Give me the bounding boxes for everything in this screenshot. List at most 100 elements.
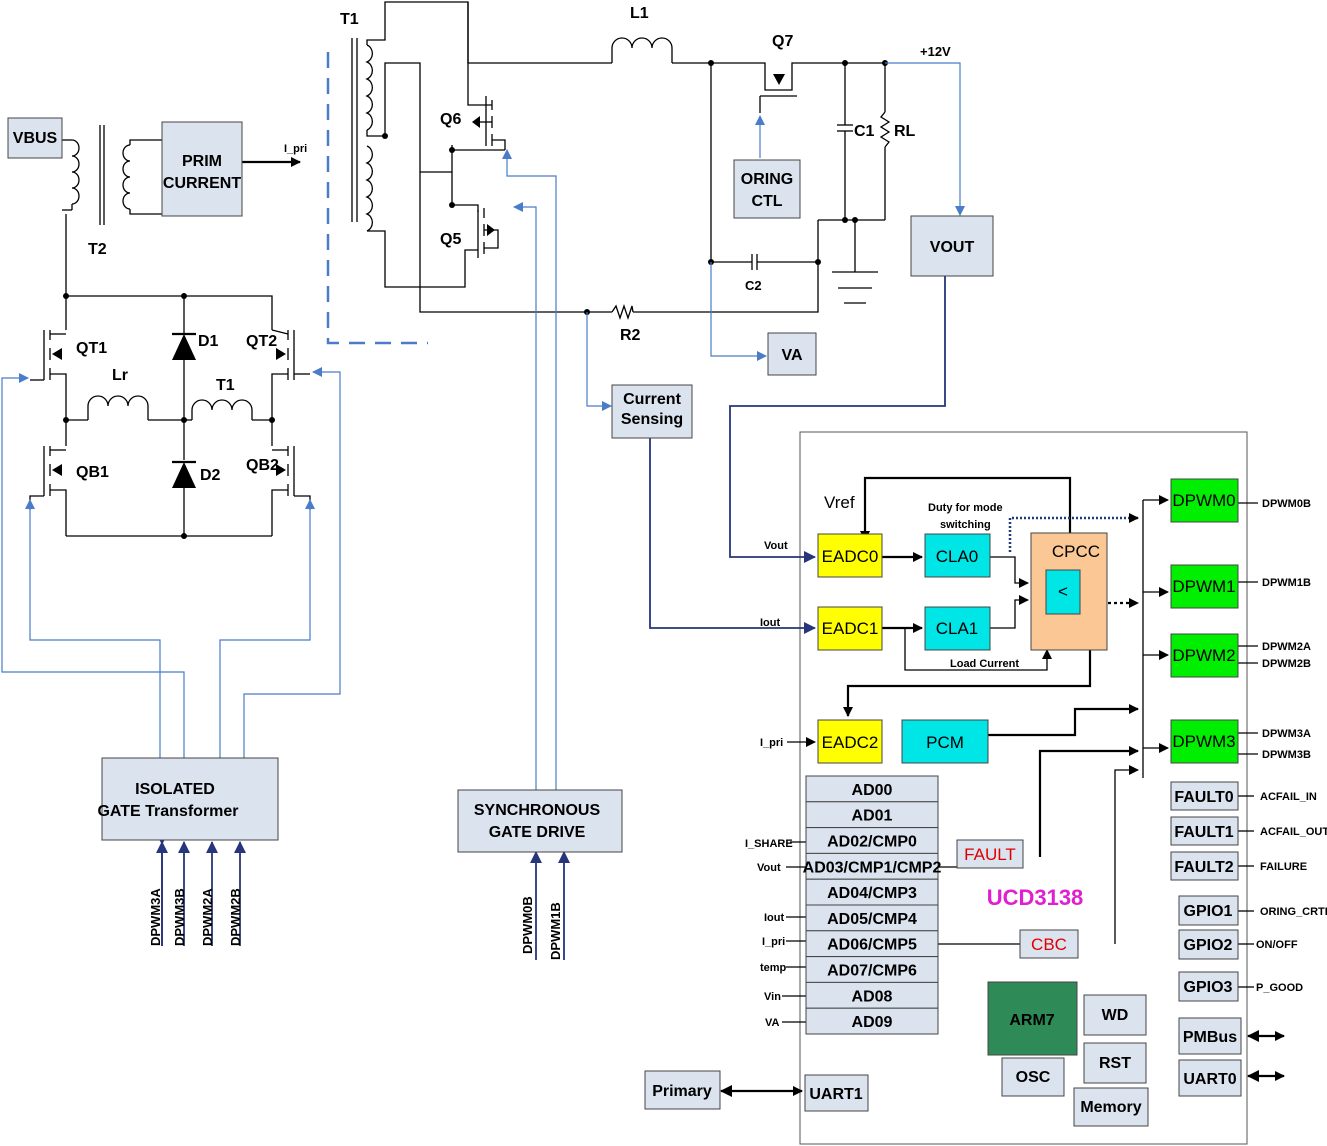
dpwm2-label: DPWM2 <box>1172 646 1235 665</box>
current-sensing-label-2: Sensing <box>621 411 683 428</box>
wd-label: WD <box>1102 1007 1129 1024</box>
out-dpwm2b: DPWM2B <box>1262 658 1311 670</box>
igt-label-2: GATE Transformer <box>97 803 238 820</box>
cla0-block <box>924 533 991 578</box>
gpio3-label: GPIO3 <box>1184 979 1233 996</box>
out-dpwm0b: DPWM0B <box>1262 498 1311 510</box>
qb2-label: QB2 <box>246 457 279 474</box>
vbus-block <box>7 117 63 159</box>
out-acfail-in: ACFAIL_IN <box>1260 791 1317 803</box>
vert-dpwm3b: DPWM3B <box>172 888 187 946</box>
fault2-label: FAULT2 <box>1174 859 1233 876</box>
out-on-off: ON/OFF <box>1256 939 1298 951</box>
dpwm0-label: DPWM0 <box>1172 491 1235 510</box>
gpio1-label: GPIO1 <box>1184 903 1233 920</box>
out-dpwm1b: DPWM1B <box>1262 577 1311 589</box>
adc-row <box>805 852 939 880</box>
duty-label-1: Duty for mode <box>928 502 1003 514</box>
uart1-label: UART1 <box>809 1086 862 1103</box>
adc-in-va: VA <box>765 1017 780 1029</box>
d1-label: D1 <box>198 333 219 350</box>
wd-block <box>1083 994 1147 1036</box>
out-failure: FAILURE <box>1260 861 1307 873</box>
uart1-block <box>804 1074 869 1112</box>
vbus-label: VBUS <box>13 130 58 147</box>
plus12v-label: +12V <box>920 44 951 59</box>
q7-label: Q7 <box>772 33 793 50</box>
cla1-block <box>924 606 991 651</box>
gpio1-block <box>1178 895 1239 926</box>
cpcc-label: CPCC <box>1052 542 1100 561</box>
controller-wires <box>242 157 1285 1097</box>
memory-block <box>1073 1087 1149 1127</box>
adc-row <box>805 1007 939 1035</box>
qt2-label: QT2 <box>246 333 277 350</box>
component-labels: T1 L1 Q7 +12V C1 RL C2 R2 Q6 Q5 T2 QT1 Q… <box>76 5 1019 749</box>
adc-in-ishare: I_SHARE <box>745 838 793 850</box>
isolation-boundary <box>326 52 428 345</box>
duty-label-2: switching <box>940 519 991 531</box>
adc-in-vout: Vout <box>757 862 781 874</box>
lr-label: Lr <box>112 367 128 384</box>
fault0-label: FAULT0 <box>1174 789 1233 806</box>
vout-input-label: Vout <box>764 540 788 552</box>
q5-label: Q5 <box>440 231 461 248</box>
primary-block <box>644 1070 721 1110</box>
eadc0-block <box>817 533 883 578</box>
dpwm0-block <box>1170 478 1239 523</box>
pmbus-block <box>1178 1017 1242 1055</box>
sgd-label-2: GATE DRIVE <box>489 824 586 841</box>
adc-row-label: AD00 <box>852 782 893 799</box>
adc-row-label: AD08 <box>852 988 893 1005</box>
prim-current-label-2: CURRENT <box>163 175 241 192</box>
eadc2-label: EADC2 <box>822 733 879 752</box>
rst-label: RST <box>1099 1055 1131 1072</box>
eadc1-block <box>817 606 883 651</box>
comparator-label: < <box>1058 582 1068 601</box>
adc-row-label: AD01 <box>852 808 893 825</box>
synchronous-gate-drive-block <box>457 789 623 853</box>
adc-row <box>805 904 939 932</box>
blocks: VBUS PRIM CURRENT ORING CTL VOUT VA Curr… <box>7 117 1242 1127</box>
iout-input-label: Iout <box>760 617 780 629</box>
out-dpwm3a: DPWM3A <box>1262 728 1311 740</box>
adc-stack: AD00AD01AD02/CMP0AD03/CMP1/CMP2AD04/CMP3… <box>803 775 941 1035</box>
gpio2-block <box>1178 929 1239 960</box>
qb1-label: QB1 <box>76 464 109 481</box>
out-dpwm2a: DPWM2A <box>1262 641 1311 653</box>
arm7-block <box>987 981 1078 1056</box>
adc-row <box>805 775 939 803</box>
pmbus-label: PMBus <box>1183 1029 1237 1046</box>
rst-block <box>1083 1042 1147 1084</box>
adc-row <box>805 981 939 1009</box>
rl-label: RL <box>894 123 916 140</box>
adc-row-label: AD04/CMP3 <box>827 885 917 902</box>
primary-label: Primary <box>652 1083 712 1100</box>
adc-in-temp: temp <box>760 962 787 974</box>
dpwm3-block <box>1170 719 1239 764</box>
cla1-label: CLA1 <box>936 619 979 638</box>
current-sensing-label-1: Current <box>623 391 681 408</box>
osc-block <box>1001 1057 1065 1097</box>
eadc1-label: EADC1 <box>822 619 879 638</box>
prim-current-block <box>161 121 243 217</box>
t1-top-label: T1 <box>340 11 359 28</box>
isolated-gate-transformer-block <box>101 757 279 841</box>
eadc2-block <box>817 719 883 764</box>
l1-label: L1 <box>630 5 649 22</box>
memory-label: Memory <box>1080 1099 1141 1116</box>
va-block <box>767 332 817 376</box>
fault-block <box>956 839 1024 869</box>
prim-current-label-1: PRIM <box>182 153 222 170</box>
adc-in-iout: Iout <box>764 912 784 924</box>
output-pin-labels: DPWM0B DPWM1B DPWM2A DPWM2B DPWM3A DPWM3… <box>1256 498 1327 994</box>
vert-dpwm2b: DPWM2B <box>228 888 243 946</box>
oring-ctl-block <box>733 159 801 219</box>
cbc-label: CBC <box>1031 935 1067 954</box>
adc-row <box>805 878 939 906</box>
fault1-label: FAULT1 <box>1174 824 1233 841</box>
vert-dpwm0b: DPWM0B <box>520 896 535 954</box>
t2-label: T2 <box>88 241 107 258</box>
out-oring-crtl: ORING_CRTL <box>1260 906 1327 918</box>
